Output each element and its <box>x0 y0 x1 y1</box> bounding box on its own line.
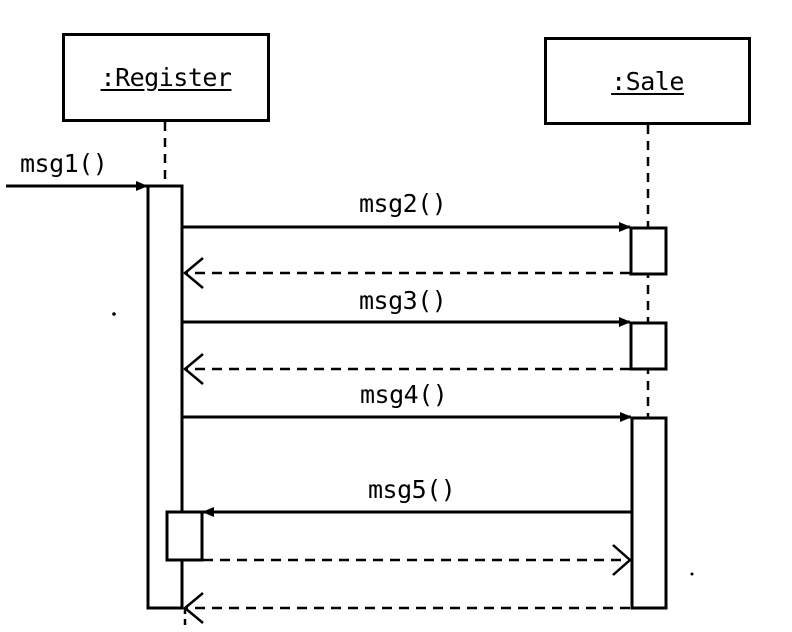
sale-lifeline-box: :Sale <box>544 37 751 125</box>
sale-activation-msg3 <box>629 321 668 371</box>
scan-speck <box>690 572 694 576</box>
msg5-return-arrowhead <box>612 544 632 576</box>
msg4-label: msg4() <box>360 380 448 409</box>
register-lifeline-label: :Register <box>100 63 232 92</box>
msg1-label: msg1() <box>20 149 108 178</box>
sale-activation-msg4 <box>630 416 668 610</box>
register-nested-activation-bar <box>165 510 204 562</box>
scan-speck <box>112 312 116 316</box>
msg2-label: msg2() <box>359 189 447 218</box>
sale-lifeline-label: :Sale <box>611 66 684 96</box>
register-lifeline-box: :Register <box>62 33 270 122</box>
msg5-label: msg5() <box>368 475 456 504</box>
msg2-return-arrowhead <box>183 257 204 289</box>
msg3-return-arrowhead <box>183 353 204 385</box>
sale-activation-msg2 <box>629 226 668 276</box>
msg3-label: msg3() <box>359 286 447 315</box>
